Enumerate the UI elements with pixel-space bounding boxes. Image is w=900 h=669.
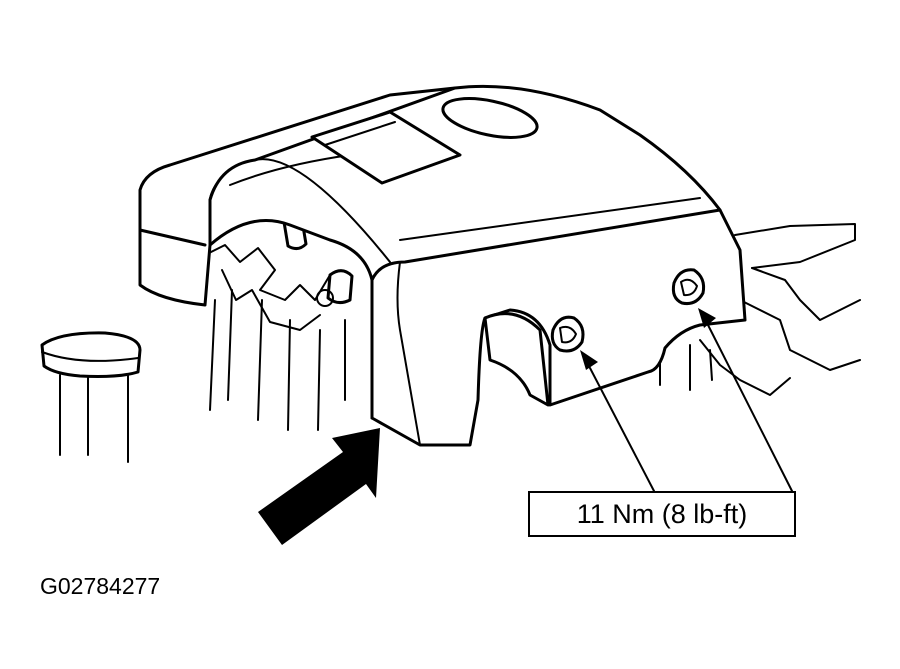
nut-icon bbox=[550, 315, 585, 353]
nut-icon bbox=[671, 268, 706, 305]
figure-id: G02784277 bbox=[40, 573, 161, 599]
arrow-icon bbox=[258, 428, 380, 545]
leader-arrow-left-nut bbox=[580, 350, 655, 492]
left-cap-component bbox=[40, 331, 142, 463]
leader-arrow-right-nut bbox=[698, 308, 793, 492]
torque-callout: 11 Nm (8 lb-ft) bbox=[528, 491, 796, 537]
engine-cover bbox=[138, 84, 747, 447]
torque-label: 11 Nm (8 lb-ft) bbox=[576, 498, 748, 529]
background-machinery bbox=[204, 215, 861, 431]
